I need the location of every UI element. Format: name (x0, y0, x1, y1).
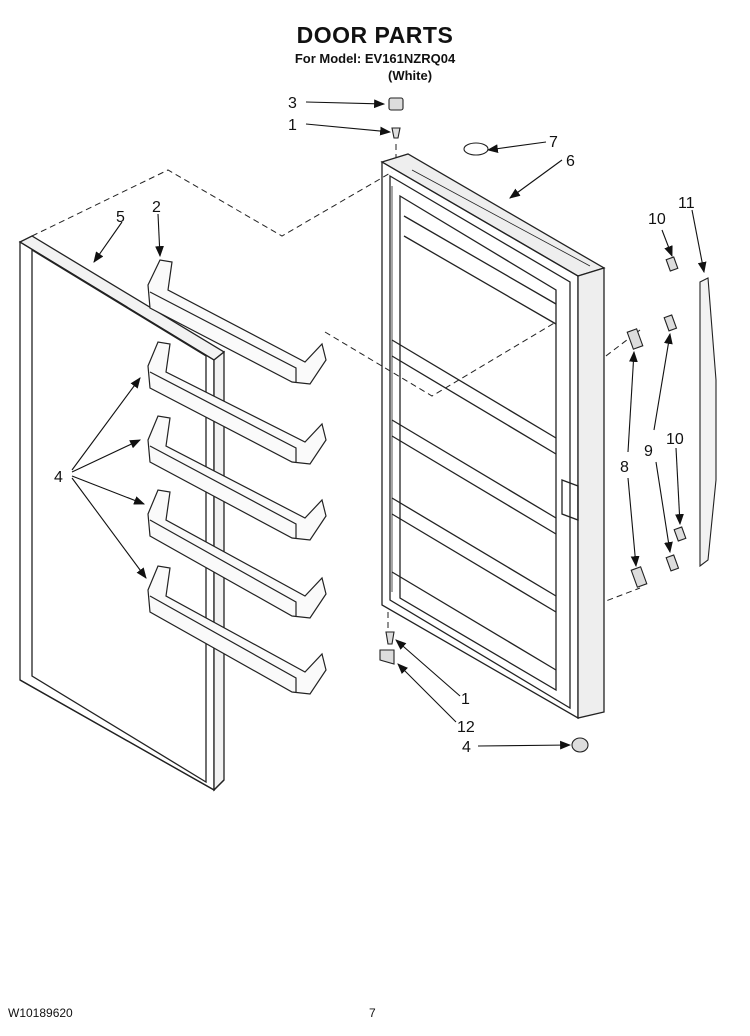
shelf-4 (147, 489, 327, 619)
leveling-foot-part (571, 737, 589, 753)
inner-door (380, 153, 606, 720)
cover-cap-part (388, 97, 404, 111)
callout-4-foot: 4 (462, 739, 471, 756)
shelf-5 (147, 565, 327, 695)
callout-10-mid: 10 (666, 431, 684, 448)
callout-11: 11 (678, 195, 695, 212)
hinge-8-top-part (626, 328, 644, 350)
callout-3: 3 (288, 95, 297, 112)
callout-4-shelves: 4 (54, 469, 63, 486)
callout-7: 7 (549, 134, 558, 151)
model-line: For Model: EV161NZRQ04 (294, 51, 456, 66)
door-shelves (147, 259, 327, 695)
screw-10-top-part (665, 256, 679, 272)
document-number: W10189620 (8, 1006, 73, 1020)
bracket-12-part (379, 649, 395, 665)
callout-1-bottom: 1 (461, 691, 470, 708)
callout-9: 9 (644, 443, 653, 460)
handle-part (699, 277, 717, 568)
callout-10-top: 10 (648, 211, 666, 228)
leader-lines (71, 99, 707, 750)
screw-bottom-part (385, 631, 395, 645)
callout-1-top: 1 (288, 117, 297, 134)
diagram-title: DOOR PARTS (296, 22, 454, 48)
callout-2: 2 (152, 199, 161, 216)
plug-part (463, 142, 489, 156)
screw-9-bottom-part (665, 554, 680, 572)
shelf-3 (147, 415, 327, 541)
page-number: 7 (369, 1006, 376, 1020)
callout-8: 8 (620, 459, 629, 476)
callout-6: 6 (566, 153, 575, 170)
color-note: (White) (388, 68, 433, 83)
callout-5: 5 (116, 209, 125, 226)
callout-12: 12 (457, 719, 475, 736)
screw-top-part (391, 127, 401, 139)
shelf-2 (147, 341, 327, 465)
screw-10-mid-part (673, 526, 687, 542)
screw-9-top-part (663, 314, 678, 332)
hardware (379, 97, 717, 753)
hinge-8-bottom-part (630, 566, 648, 588)
shelf-top (147, 259, 327, 385)
